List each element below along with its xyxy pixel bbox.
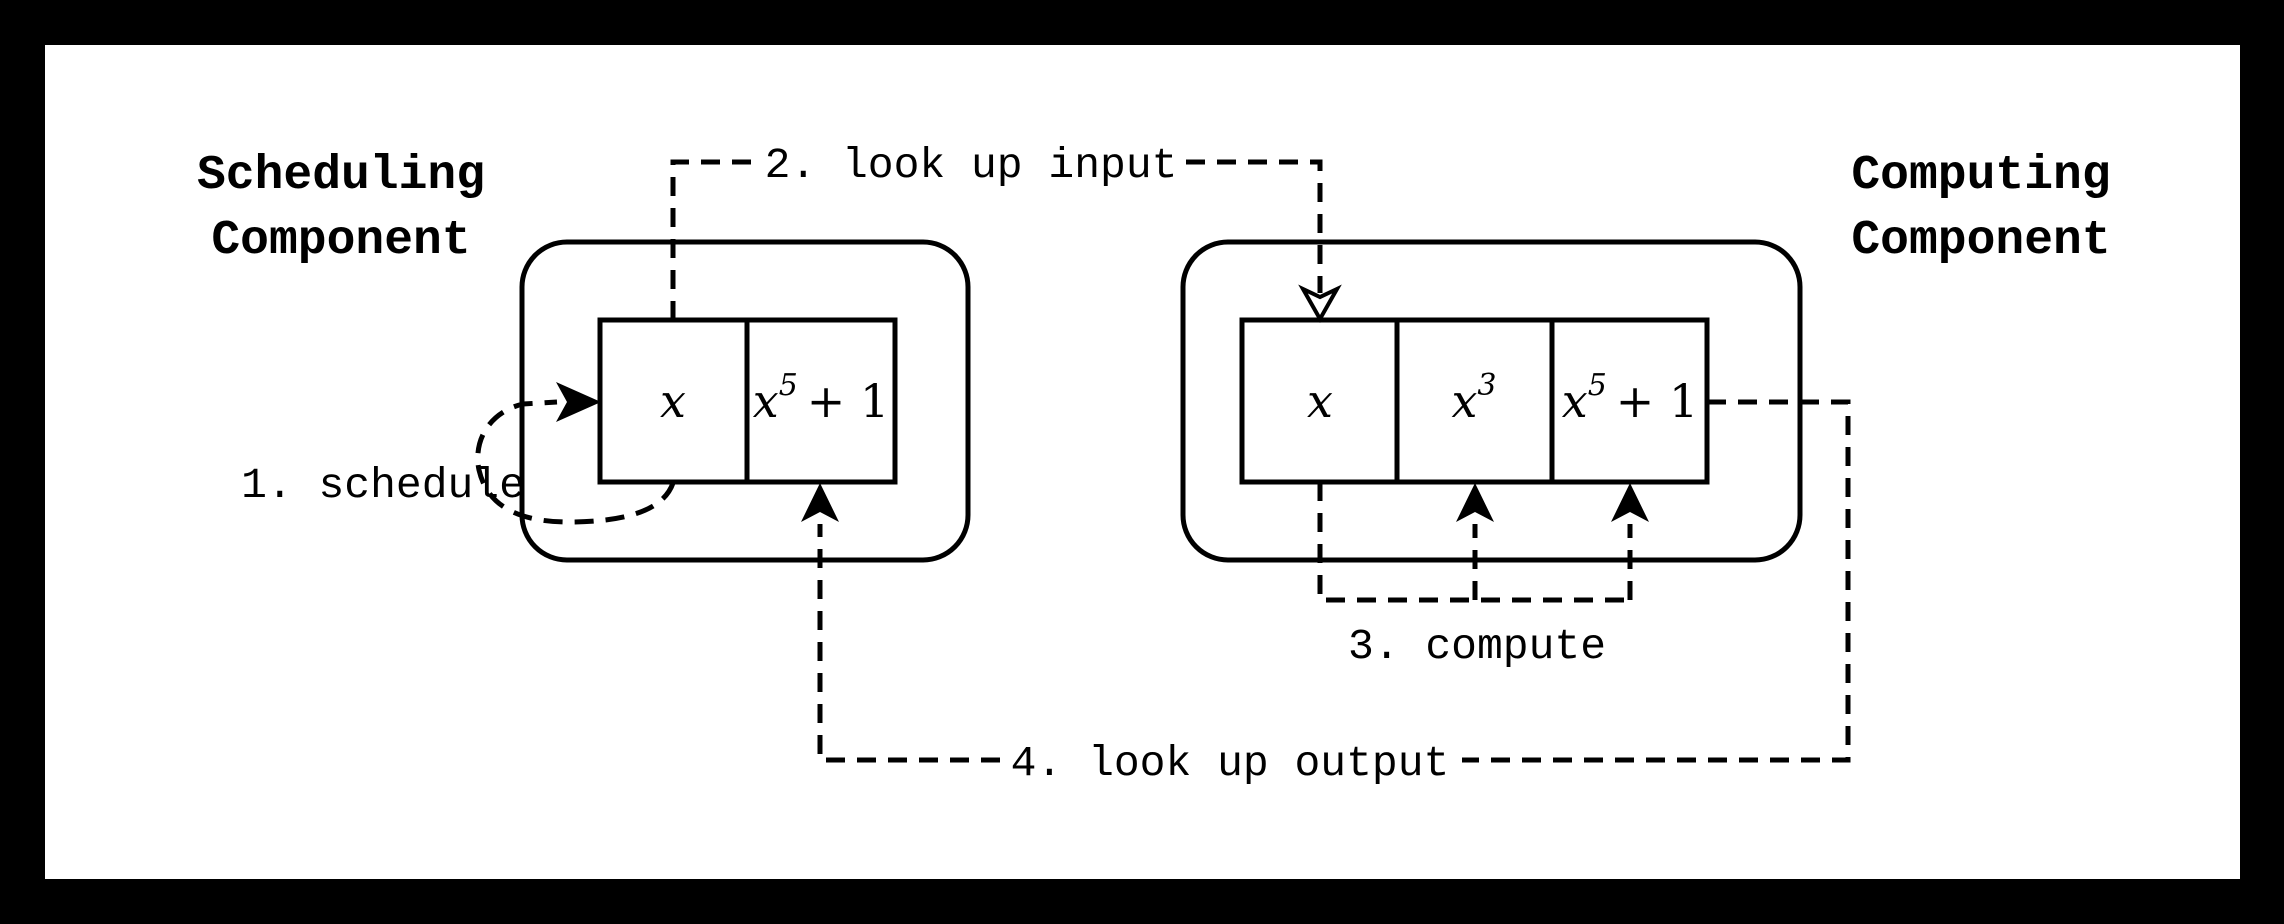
compute-up-arrowhead-x5-icon (1611, 483, 1649, 522)
computing-title-line1: Computing (1851, 149, 2110, 203)
schedule-right-arrowhead-icon (556, 382, 601, 422)
computing-cell-x-label: x (1307, 374, 1333, 428)
computing-cell-x5plus1 (1549, 317, 1710, 485)
schedule-path (475, 399, 676, 525)
compute-up-arrowhead-x3-icon (1456, 483, 1494, 522)
label-schedule: 1. schedule (241, 461, 525, 510)
scheduling-cell-x5plus1-label: x5+ 1 (753, 368, 889, 428)
open-down-arrowhead-icon (1298, 284, 1342, 324)
scheduling-component-box (519, 239, 971, 563)
computing-component-box (1180, 239, 1803, 563)
compute-path-main (1317, 482, 1630, 603)
computing-title-line2: Component (1851, 214, 2110, 268)
scheduling-title-line2: Component (211, 214, 470, 268)
computing-cell-x5plus1-label: x5+ 1 (1562, 368, 1698, 428)
diagram-surface (45, 45, 2240, 879)
label-look-up-output: 4. look up output (1011, 739, 1450, 788)
scheduling-title-line1: Scheduling (197, 149, 485, 203)
look-up-input-path-right (1186, 159, 1323, 293)
look-up-input-path-left (670, 159, 756, 320)
label-compute: 3. compute (1348, 622, 1606, 671)
label-look-up-input: 2. look up input (765, 141, 1178, 190)
output-up-arrowhead-icon (801, 483, 839, 522)
scheduling-cell-x-label: x (660, 374, 686, 428)
look-up-output-path-right (1462, 399, 1851, 763)
computing-cell-x3-label: x3 (1451, 368, 1496, 428)
scheduling-cell-x5plus1 (744, 317, 898, 485)
